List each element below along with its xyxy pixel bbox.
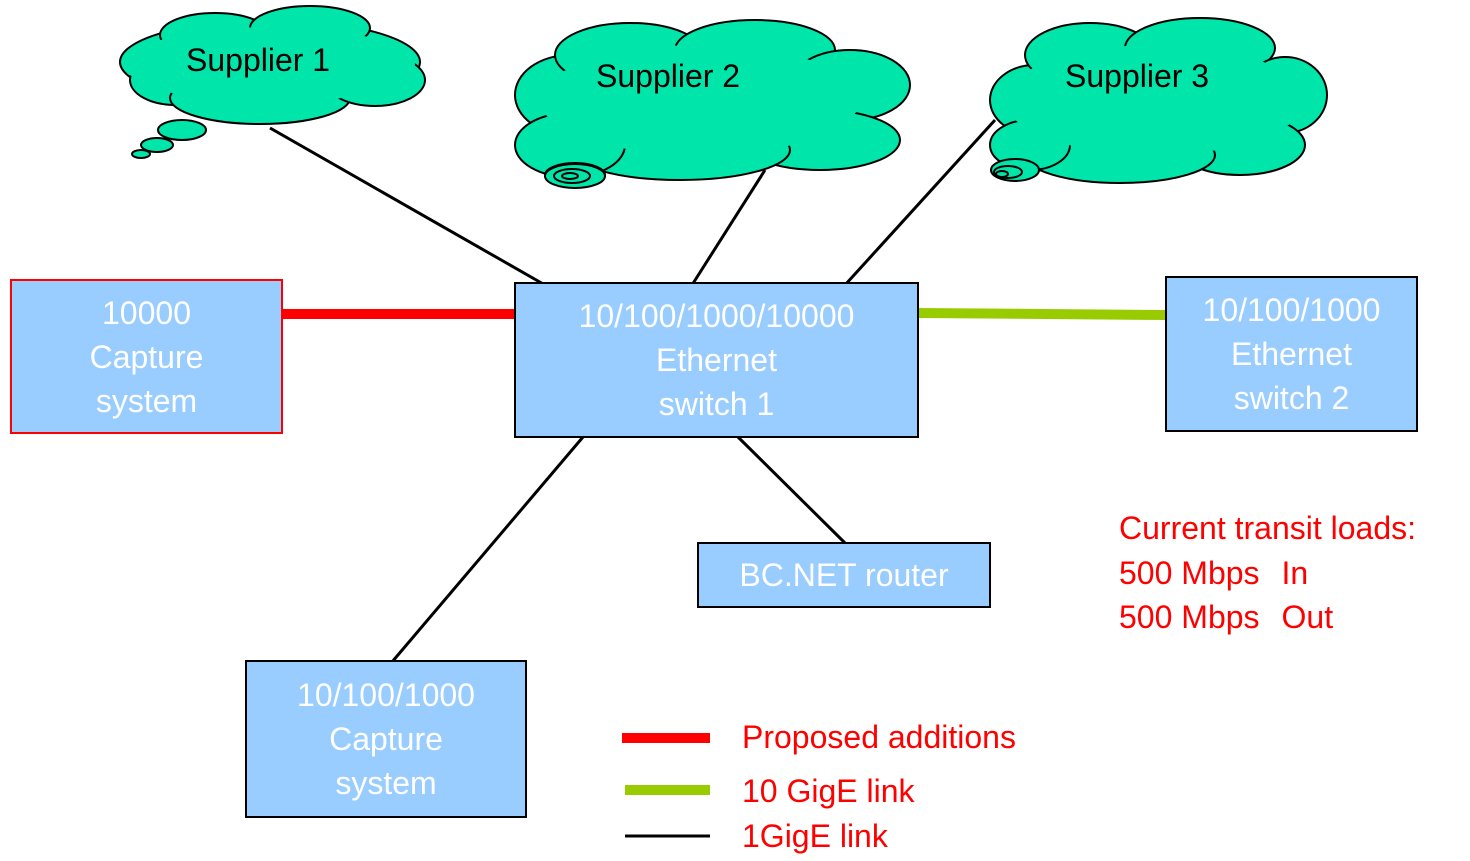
capture10000-line2: Capture [89, 338, 204, 375]
switch2-line1: 10/100/1000 [1202, 292, 1381, 328]
legend-proposed-label: Proposed additions [742, 719, 1016, 755]
supplier2-cloud-fill [540, 45, 860, 155]
capture10000-line3: system [95, 382, 198, 419]
router-label: BC.NET router [739, 557, 949, 593]
switch1-line2: Ethernet [656, 342, 777, 378]
ethernet-switch-1: 10/100/1000/10000 Ethernet switch 1 [514, 282, 919, 438]
transit-in-value: 500 Mbps [1119, 555, 1260, 591]
ethernet-switch-2: 10/100/1000 Ethernet switch 2 [1165, 276, 1418, 432]
transit-out-label: Out [1281, 599, 1334, 635]
link-switch1-router [736, 435, 847, 545]
supplier1-cloud-fill [125, 27, 415, 103]
bcnet-router: BC.NET router [697, 542, 991, 608]
legend-10gige-label: 10 GigE link [742, 773, 915, 809]
supplier3-cloud-tail [990, 158, 1040, 182]
supplier2-cloud-tail-core [561, 172, 579, 180]
transit-out-value: 500 Mbps [1119, 599, 1260, 635]
switch2-line3: switch 2 [1233, 380, 1350, 416]
supplier1-label: Supplier 1 [186, 42, 331, 78]
transit-in-label: In [1281, 555, 1309, 591]
supplier3-cloud-tail-inner [993, 165, 1023, 179]
switch1-line3: switch 1 [658, 386, 775, 422]
links [269, 118, 1167, 663]
legend-1gige-label: 1GigE link [742, 818, 888, 854]
capture-system-10000: 10000 Capture system [10, 279, 283, 434]
capture10000-line1: 10000 [102, 294, 191, 331]
supplier2-label: Supplier 2 [596, 58, 741, 94]
link-switch1-capture1000 [390, 436, 585, 663]
switch1-line1: 10/100/1000/10000 [578, 298, 855, 334]
capture1000-line1: 10/100/1000 [297, 677, 475, 713]
link-supplier2-switch1 [690, 169, 767, 286]
link-supplier3-switch1 [843, 118, 997, 287]
transit-loads-title: Current transit loads: [1119, 510, 1417, 546]
transit-loads-in: 500 Mbps In [1119, 551, 1308, 595]
capture1000-line3: system [335, 765, 437, 801]
link-switch1-switch2 [917, 308, 1167, 320]
capture-system-1000: 10/100/1000 Capture system [245, 660, 527, 818]
supplier3-cloud-tail-core [995, 170, 1009, 178]
transit-loads-out: 500 Mbps Out [1119, 595, 1333, 639]
switch2-line2: Ethernet [1231, 336, 1352, 372]
capture1000-line2: Capture [329, 721, 443, 757]
supplier3-label: Supplier 3 [1065, 58, 1210, 94]
supplier2-cloud-tail-inner [553, 168, 591, 184]
link-supplier1-switch1 [269, 126, 546, 287]
supplier3-cloud-fill [1005, 45, 1305, 155]
